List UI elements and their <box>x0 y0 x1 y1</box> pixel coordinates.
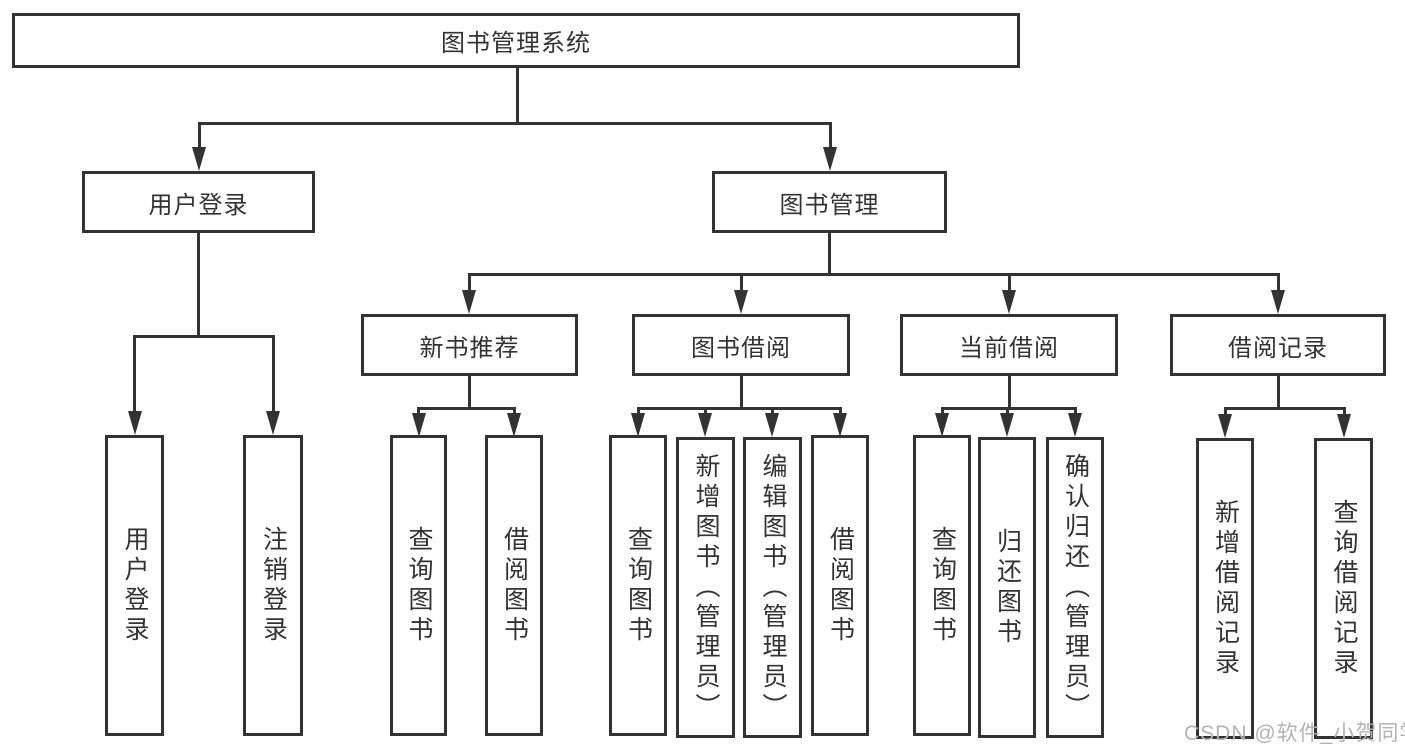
connector-line <box>771 407 774 415</box>
arrowhead-icon <box>765 413 779 437</box>
connector-line <box>740 273 743 291</box>
leaf-return-books: 归还图书 <box>978 437 1036 738</box>
connector-line <box>941 407 1077 410</box>
arrowhead-icon <box>192 147 206 171</box>
node-user-login: 用户登录 <box>82 171 315 233</box>
leaf-label: 注销登录 <box>259 525 288 646</box>
leaf-label: 借阅图书 <box>500 525 529 646</box>
arrowhead-icon <box>631 413 645 437</box>
arrowhead-icon <box>823 147 837 171</box>
arrowhead-icon <box>1002 290 1016 314</box>
connector-line <box>133 335 275 338</box>
leaf-query-borrow-record: 查询借阅记录 <box>1314 438 1373 739</box>
arrowhead-icon <box>412 413 426 437</box>
connector-line <box>1224 407 1227 416</box>
leaf-borrow-books-recommend: 借阅图书 <box>485 435 543 736</box>
leaf-query-books-current: 查询图书 <box>913 435 971 736</box>
csdn-watermark: CSDN @软件_小贺同学 <box>1184 722 1405 745</box>
arrowhead-icon <box>833 413 847 437</box>
arrowhead-icon <box>935 413 949 437</box>
leaf-borrow-books-borrowing: 借阅图书 <box>811 435 869 736</box>
connector-line <box>941 407 944 415</box>
leaf-label: 用户登录 <box>121 525 149 646</box>
arrowhead-icon <box>128 411 142 435</box>
leaf-label: 查询借阅记录 <box>1330 498 1358 679</box>
leaf-label: 确认归还（管理员） <box>1061 452 1090 723</box>
connector-line <box>133 335 136 412</box>
leaf-label: 编辑图书（管理员） <box>759 452 787 723</box>
arrowhead-icon <box>266 411 280 435</box>
arrowhead-icon <box>462 290 476 314</box>
leaf-edit-books-admin: 编辑图书（管理员） <box>743 437 802 738</box>
node-library-management-system: 图书管理系统 <box>12 13 1020 68</box>
leaf-label: 查询图书 <box>624 525 653 646</box>
connector-line <box>1008 273 1011 291</box>
connector-line <box>198 122 201 150</box>
arrowhead-icon <box>698 413 712 437</box>
leaf-label: 查询图书 <box>405 525 433 646</box>
connector-line <box>637 407 640 415</box>
arrowhead-icon <box>1218 414 1232 438</box>
connector-line <box>1224 407 1346 410</box>
leaf-label: 归还图书 <box>993 527 1022 648</box>
leaf-query-books-recommend: 查询图书 <box>390 435 447 736</box>
arrowhead-icon <box>1337 414 1351 438</box>
node-book-borrowing: 图书借阅 <box>632 314 850 376</box>
connector-line <box>828 233 831 273</box>
node-new-book-recommend: 新书推荐 <box>361 314 578 376</box>
leaf-confirm-return-admin: 确认归还（管理员） <box>1046 437 1104 738</box>
connector-line <box>417 407 420 415</box>
leaf-label: 新增借阅记录 <box>1211 498 1240 679</box>
connector-line <box>1277 376 1280 407</box>
connector-line <box>637 407 842 410</box>
node-current-borrowing: 当前借阅 <box>900 314 1118 376</box>
connector-line <box>197 233 200 335</box>
connector-line <box>740 376 743 407</box>
connector-line <box>468 273 471 291</box>
connector-line <box>1006 407 1009 415</box>
connector-line <box>1277 273 1280 291</box>
leaf-label: 查询图书 <box>928 525 957 646</box>
arrowhead-icon <box>1271 290 1285 314</box>
connector-line <box>516 68 519 122</box>
connector-line <box>513 407 516 415</box>
leaf-add-books-admin: 新增图书（管理员） <box>676 437 735 738</box>
connector-line <box>1008 376 1011 407</box>
connector-line <box>468 273 1280 276</box>
connector-line <box>839 407 842 415</box>
connector-line <box>829 122 832 150</box>
arrowhead-icon <box>1068 413 1082 437</box>
arrowhead-icon <box>1000 413 1014 437</box>
leaf-query-books-borrowing: 查询图书 <box>609 435 667 736</box>
connector-line <box>704 407 707 415</box>
leaf-label: 借阅图书 <box>826 525 855 646</box>
connector-line <box>198 122 832 125</box>
node-book-management: 图书管理 <box>712 171 947 233</box>
node-borrowing-records: 借阅记录 <box>1170 314 1386 376</box>
leaf-logout-login: 注销登录 <box>243 435 303 736</box>
leaf-user-login: 用户登录 <box>105 435 164 736</box>
connector-line <box>468 376 471 407</box>
arrowhead-icon <box>507 413 521 437</box>
leaf-add-borrow-record: 新增借阅记录 <box>1196 438 1254 739</box>
arrowhead-icon <box>734 290 748 314</box>
connector-line <box>272 335 275 412</box>
connector-line <box>1074 407 1077 415</box>
connector-line <box>417 407 516 410</box>
leaf-label: 新增图书（管理员） <box>692 452 720 723</box>
connector-line <box>1343 407 1346 416</box>
